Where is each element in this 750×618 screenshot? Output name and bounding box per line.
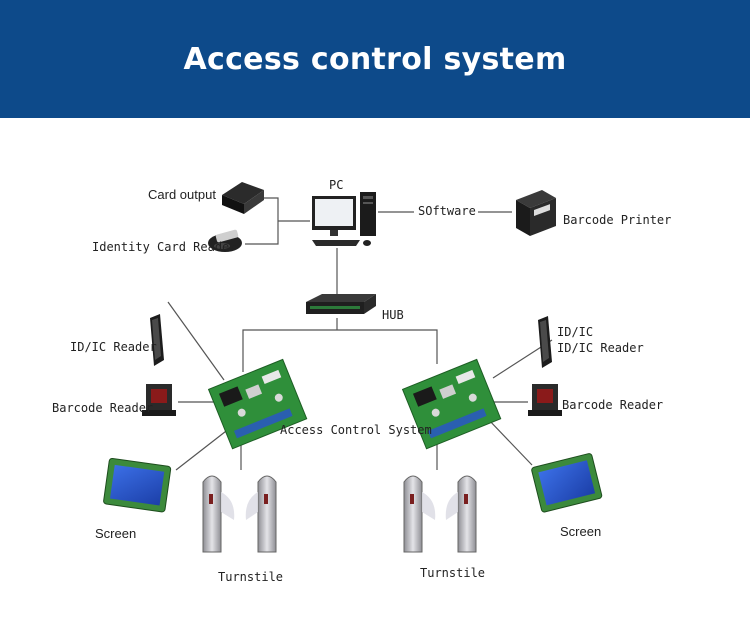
screen-right-label: Screen <box>560 524 602 539</box>
turnstile-right-icon <box>403 475 477 553</box>
software-label: SOftware <box>418 204 476 218</box>
screen-left-label: Screen <box>95 526 137 541</box>
screen-left-icon <box>103 457 172 513</box>
pc-label: PC <box>329 178 344 192</box>
card-output-label: Card output <box>148 187 216 202</box>
barcode-printer-label: Barcode Printer <box>563 213 672 227</box>
barcode-reader-left-label: Barcode Reader <box>52 401 154 415</box>
network-diagram <box>103 182 603 553</box>
access-control-board-left <box>207 358 308 450</box>
hub-label: HUB <box>382 308 404 322</box>
card-output-icon <box>222 182 264 214</box>
title-banner: Access control system <box>0 0 750 118</box>
barcode-reader-right-icon <box>528 384 562 416</box>
screen-right-icon <box>531 453 603 513</box>
turnstile-left-label: Turnstile <box>218 570 284 584</box>
barcode-reader-left-icon <box>142 384 176 416</box>
hub-icon <box>306 294 376 314</box>
id-ic-right-label-line1: ID/IC <box>557 325 594 339</box>
barcode-printer-icon <box>516 190 556 236</box>
pc-icon <box>312 192 376 246</box>
turnstile-left-icon <box>202 475 277 553</box>
turnstile-right-label: Turnstile <box>420 566 486 580</box>
identity-card-reader-icon <box>208 229 242 252</box>
page-title: Access control system <box>183 41 567 77</box>
identity-card-reader-label: Identity Card Reader <box>92 240 237 254</box>
barcode-reader-right-label: Barcode Reader <box>562 398 664 412</box>
id-ic-reader-left-icon <box>150 314 164 366</box>
id-ic-right-label-line2: ID/IC Reader <box>557 341 644 355</box>
access-control-system-label: Access Control System <box>280 423 432 437</box>
access-control-board-right <box>401 358 502 450</box>
id-ic-reader-left-label: ID/IC Reader <box>70 340 157 354</box>
id-ic-reader-right-icon <box>538 316 552 368</box>
